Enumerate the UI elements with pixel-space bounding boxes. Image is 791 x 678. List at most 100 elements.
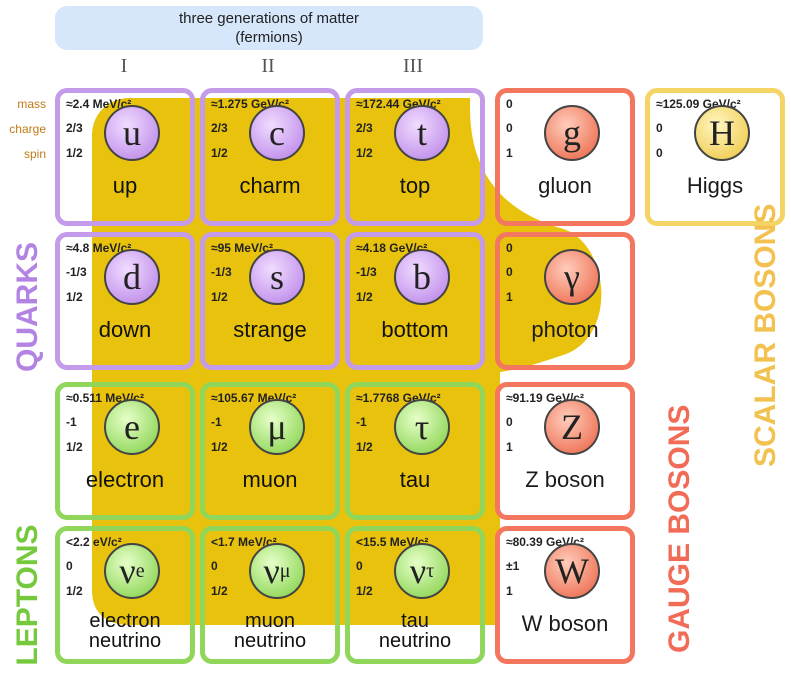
fermions-header: three generations of matter (fermions)	[55, 6, 483, 50]
legend-mass: mass	[17, 97, 46, 111]
particle-strange: ≈95 MeV/c² -1/3 1/2 s strange	[200, 232, 340, 370]
group-label-quarks: QUARKS	[11, 241, 44, 372]
spin-value: 1/2	[66, 146, 83, 160]
symbol-main: ν	[263, 551, 280, 591]
symbol-main: ν	[409, 551, 427, 591]
particle-name: Z boson	[525, 467, 605, 492]
charge-value: 2/3	[356, 121, 373, 135]
charge-value: 0	[506, 415, 513, 429]
spin-value: 1/2	[356, 584, 373, 598]
particle-name: W boson	[521, 611, 609, 636]
particle-symbol: d	[104, 249, 160, 305]
particle-symbol: e	[104, 399, 160, 455]
particle-symbol: g	[544, 105, 600, 161]
mass-value: ≈95 MeV/c²	[211, 241, 273, 255]
mass-value: <2.2 eV/c²	[66, 535, 122, 549]
particle-gluon: 0 0 1 g gluon	[495, 88, 635, 226]
particle-name: strange	[233, 317, 307, 342]
mass-value: 0	[506, 97, 513, 111]
spin-value: 1/2	[66, 290, 83, 304]
spin-value: 1	[506, 440, 513, 454]
particle-symbol: s	[249, 249, 305, 305]
charge-value: 0	[656, 121, 663, 135]
charge-value: 0	[356, 559, 363, 573]
particle-bottom: ≈4.18 GeV/c² -1/3 1/2 b bottom	[345, 232, 485, 370]
particle-higgs: ≈125.09 GeV/c² 0 0 H Higgs	[645, 88, 785, 226]
generation-2-label: II	[261, 55, 275, 77]
mass-value: <1.7 MeV/c²	[211, 535, 277, 549]
spin-value: 1/2	[211, 440, 228, 454]
charge-value: 0	[506, 121, 513, 135]
legend-spin: spin	[23, 147, 46, 161]
particle-symbol: τ	[394, 399, 450, 455]
particle-name: down	[98, 317, 152, 342]
symbol-subscript: τ	[426, 559, 435, 582]
particle-symbol: t	[394, 105, 450, 161]
particle-symbol: μ	[249, 399, 305, 455]
spin-value: 1/2	[356, 440, 373, 454]
particle-charm: ≈1.275 GeV/c² 2/3 1/2 c charm	[200, 88, 340, 226]
particle-symbol: u	[104, 105, 160, 161]
particle-name: muon	[242, 467, 298, 492]
charge-value: -1/3	[356, 265, 377, 279]
mass-value: ≈2.4 MeV/c²	[66, 97, 132, 111]
particle-name: tau	[399, 467, 431, 492]
name-line-2: neutrino	[233, 630, 307, 652]
spin-value: 1/2	[211, 146, 228, 160]
spin-value: 1/2	[356, 290, 373, 304]
particle-photon: 0 0 1 γ photon	[495, 232, 635, 370]
particle-name: electron	[85, 467, 165, 492]
particle-name: up	[112, 173, 138, 198]
particle-name: bottom	[381, 317, 449, 342]
particle-symbol: H	[694, 105, 750, 161]
particle-name: charm	[239, 173, 301, 198]
charge-value: -1	[66, 415, 77, 429]
spin-value: 1/2	[211, 584, 228, 598]
particle-down: ≈4.8 MeV/c² -1/3 1/2 d down	[55, 232, 195, 370]
particle-w-boson: ≈80.39 GeV/c² ±1 1 W W boson	[495, 526, 635, 664]
spin-value: 1/2	[66, 440, 83, 454]
generation-3-label: III	[403, 55, 423, 77]
particle-name: top	[399, 173, 431, 198]
charge-value: 2/3	[211, 121, 228, 135]
particle-name: photon	[531, 317, 599, 342]
charge-value: ±1	[506, 559, 520, 573]
name-line-2: neutrino	[378, 630, 452, 652]
spin-value: 1/2	[211, 290, 228, 304]
symbol-subscript: e	[135, 559, 145, 582]
charge-value: 0	[506, 265, 513, 279]
particle-symbol: Z	[544, 399, 600, 455]
group-label-leptons: LEPTONS	[11, 524, 44, 666]
spin-value: 0	[656, 146, 663, 160]
charge-value: 0	[211, 559, 218, 573]
charge-value: 0	[66, 559, 73, 573]
particle-up: ≈2.4 MeV/c² 2/3 1/2 u up	[55, 88, 195, 226]
particle-tau: ≈1.7768 GeV/c² -1 1/2 τ tau	[345, 382, 485, 520]
name-line-1: muon	[244, 610, 296, 632]
particle-symbol: b	[394, 249, 450, 305]
generation-1-label: I	[120, 55, 128, 77]
group-label-scalar-bosons: SCALAR BOSONS	[749, 203, 782, 467]
particle-symbol: W	[544, 543, 600, 599]
particle-top: ≈172.44 GeV/c² 2/3 1/2 t top	[345, 88, 485, 226]
symbol-subscript: μ	[279, 559, 291, 582]
spin-value: 1	[506, 584, 513, 598]
spin-value: 1/2	[356, 146, 373, 160]
particle-symbol: c	[249, 105, 305, 161]
particle-muon: ≈105.67 MeV/c² -1 1/2 μ muon	[200, 382, 340, 520]
header-title: three generations of matter	[178, 10, 360, 27]
mass-value: 0	[506, 241, 513, 255]
header-subtitle: (fermions)	[235, 29, 303, 46]
name-line-1: electron	[89, 610, 161, 632]
name-line-2: neutrino	[88, 630, 162, 652]
spin-value: 1	[506, 290, 513, 304]
spin-value: 1/2	[66, 584, 83, 598]
charge-value: -1	[211, 415, 222, 429]
